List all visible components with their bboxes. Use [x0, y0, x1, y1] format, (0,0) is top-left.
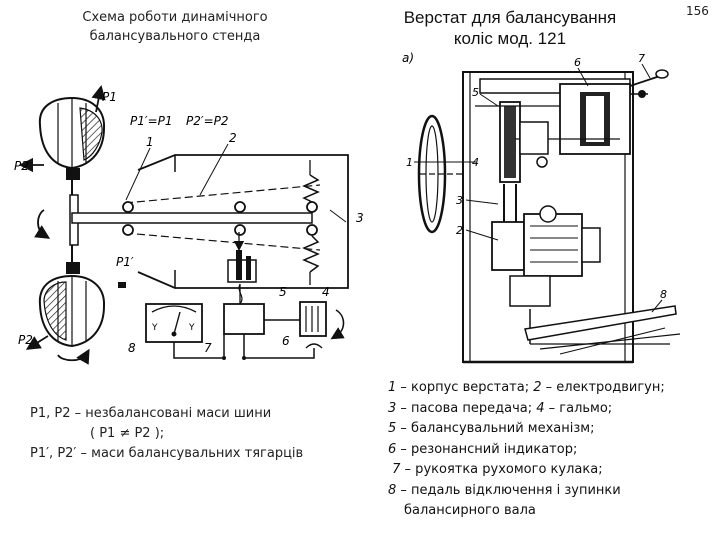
balancing-shaft — [69, 180, 313, 262]
amplifier-unit — [223, 303, 265, 335]
label-4: 4 — [322, 285, 330, 299]
force-p2-lower-arrow — [25, 335, 49, 350]
balancing-machine-drawing: а) 1 2 3 4 5 6 7 8 — [402, 51, 681, 364]
legend-num: 8 — [388, 482, 397, 498]
legend-row: 1 – корпус верстата; 2 – електродвигун; — [388, 378, 718, 399]
legend-num: 7 — [392, 462, 401, 477]
legend-text: – педаль відключення і зупинки — [396, 482, 621, 498]
label-8: 8 — [128, 341, 136, 355]
leader-line — [641, 63, 651, 79]
label-p2: P2 — [14, 159, 29, 173]
caption-line2: ( P1 ≠ P2 ); — [90, 426, 165, 441]
lower-tire — [38, 262, 106, 348]
legend-num: 5 — [388, 421, 397, 436]
label-1: 1 — [406, 156, 413, 169]
label-6: 6 — [282, 334, 290, 348]
svg-text:Y: Y — [188, 323, 195, 333]
label-6: 6 — [574, 56, 581, 69]
legend-row: 5 – балансувальний механізм; — [388, 419, 718, 440]
legend-text: – гальмо; — [544, 400, 613, 416]
right-title-line1: Верстат для балансування — [403, 8, 617, 27]
legend-num: 4 — [536, 400, 545, 416]
machine-body — [462, 69, 681, 364]
label-5: 5 — [472, 86, 479, 99]
left-caption: P1, P2 – незбалансовані маси шини ( P1 ≠… — [30, 404, 360, 464]
left-title-line2: балансувального стенда — [89, 29, 261, 44]
label-1: 1 — [146, 135, 154, 149]
legend-continuation: балансирного вала — [404, 503, 536, 518]
legend-text: – пасова передача; — [396, 400, 537, 416]
right-title-line2: коліс мод. 121 — [453, 29, 567, 48]
label-eq2: P2′=P2 — [186, 114, 229, 128]
resonance-indicator — [299, 301, 345, 349]
left-diagram-title: Схема роботи динамічного балансувального… — [40, 8, 310, 46]
legend-num: 2 — [533, 380, 542, 395]
svg-text:Y: Y — [151, 323, 158, 333]
leader-line — [651, 299, 663, 313]
legend-text: – резонансний індикатор; — [396, 441, 578, 457]
leader-line — [465, 229, 499, 241]
label-7: 7 — [204, 341, 212, 355]
meter-indicator: Y Y — [145, 303, 203, 343]
label-a: а) — [402, 51, 414, 65]
leader-line — [479, 93, 499, 107]
label-2: 2 — [229, 131, 237, 145]
legend-text: – рукоятка рухомого кулака; — [400, 462, 603, 477]
legend-text: – балансувальний механізм; — [396, 421, 595, 436]
legend-num: 6 — [388, 441, 397, 457]
upper-tire — [38, 96, 106, 180]
label-4: 4 — [472, 156, 479, 169]
label-p1-prime: P1′ — [116, 255, 134, 269]
label-3: 3 — [456, 194, 463, 207]
dynamic-balancing-scheme: Y Y P1 P2 P1′=P1 P2′=P2 P1′ P2 1 2 3 4 5… — [14, 84, 364, 365]
spring-upper — [302, 174, 320, 203]
page-number: 156 — [686, 4, 709, 18]
spring-lower — [302, 235, 320, 273]
counterweight-p1 — [118, 282, 126, 288]
label-eq1: P1′=P1 — [130, 114, 173, 128]
legend-row: балансирного вала — [388, 501, 718, 522]
leader-line — [577, 67, 589, 87]
left-title-line1: Схема роботи динамічного — [82, 10, 268, 25]
caption-line3: P1′, P2′ – маси балансувальних тягарців — [30, 446, 304, 461]
label-5: 5 — [279, 285, 287, 299]
rotation-arrow — [57, 348, 90, 365]
balancing-frame — [122, 154, 349, 305]
legend-text: – корпус верстата; — [396, 380, 534, 395]
legend-num: 1 — [388, 380, 397, 395]
legend-num: 3 — [388, 400, 397, 416]
label-3: 3 — [356, 211, 364, 225]
caption-line1: P1, P2 – незбалансовані маси шини — [30, 406, 272, 421]
right-diagram-title: Верстат для балансування коліс мод. 121 — [380, 7, 640, 49]
legend-row: 6 – резонансний індикатор; — [388, 440, 718, 461]
legend: 1 – корпус верстата; 2 – електродвигун; … — [388, 378, 718, 522]
legend-row: 7 – рукоятка рухомого кулака; — [388, 460, 718, 481]
force-p1-arrow — [91, 84, 106, 113]
machine-wheel — [417, 114, 480, 234]
leader-line — [465, 199, 499, 205]
label-8: 8 — [660, 288, 667, 301]
legend-text: – електродвигун; — [541, 380, 665, 395]
rotation-arrow — [34, 209, 51, 239]
label-2: 2 — [456, 224, 463, 237]
label-7: 7 — [638, 52, 645, 65]
label-p1: P1 — [102, 90, 117, 104]
label-p2-lower: P2 — [18, 333, 33, 347]
legend-row: 3 – пасова передача; 4 – гальмо; — [388, 399, 718, 420]
legend-row: 8 – педаль відключення і зупинки — [388, 481, 718, 502]
